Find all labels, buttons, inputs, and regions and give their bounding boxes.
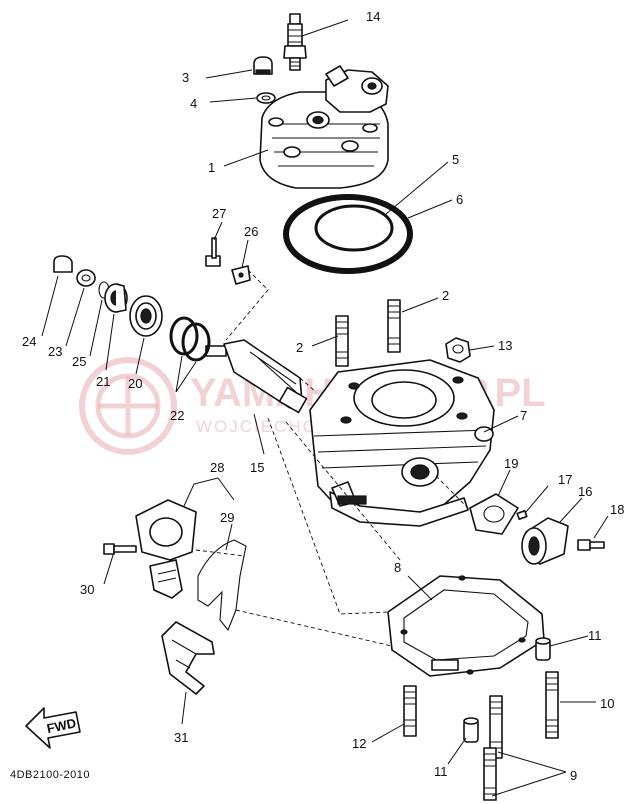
callout-28: 28 xyxy=(210,460,224,475)
part-21-bearing[interactable] xyxy=(104,283,128,313)
callout-29: 29 xyxy=(220,510,234,525)
callout-15: 15 xyxy=(250,460,264,475)
part-29-gasket[interactable] xyxy=(197,539,247,632)
callout-1: 1 xyxy=(208,160,215,175)
callout-20: 20 xyxy=(128,376,142,391)
part-26-holder[interactable] xyxy=(231,265,251,285)
part-27-bolt[interactable] xyxy=(205,237,221,267)
part-31-guide[interactable] xyxy=(161,621,215,695)
callout-10: 10 xyxy=(600,696,614,711)
callout-3: 3 xyxy=(182,70,189,85)
drawing-code: 4DB2100-2010 xyxy=(10,769,90,781)
part-17-pin[interactable] xyxy=(516,510,528,520)
fwd-label: FWD xyxy=(45,715,77,736)
callout-19: 19 xyxy=(504,456,518,471)
watermark-logo-icon xyxy=(79,357,177,455)
callout-22: 22 xyxy=(170,408,184,423)
callout-27: 27 xyxy=(212,206,226,221)
part-1-cylinder-head[interactable] xyxy=(259,65,389,189)
part-5-o-ring[interactable] xyxy=(314,204,394,252)
part-16-exhaust-cover[interactable] xyxy=(521,517,569,565)
part-15-power-valve[interactable] xyxy=(205,339,308,414)
callout-26: 26 xyxy=(244,224,258,239)
callout-21: 21 xyxy=(96,374,110,389)
part-2-stud-bolt-right[interactable] xyxy=(387,299,401,353)
part-19-gasket[interactable] xyxy=(469,493,519,535)
part-3-cap-nut[interactable] xyxy=(253,56,273,75)
assembly-lines xyxy=(195,269,471,647)
part-2-stud-bolt-left[interactable] xyxy=(335,315,349,367)
callout-30: 30 xyxy=(80,582,94,597)
callout-16: 16 xyxy=(578,484,592,499)
callout-labels: 14 3 4 1 5 6 27 26 2 2 13 24 23 25 21 20… xyxy=(22,9,624,783)
callout-9: 9 xyxy=(570,768,577,783)
callout-12: 12 xyxy=(352,736,366,751)
part-18-bolt[interactable] xyxy=(577,539,605,551)
callout-13: 13 xyxy=(498,338,512,353)
part-9-stud-upper[interactable] xyxy=(489,695,503,759)
callout-24: 24 xyxy=(22,334,36,349)
part-14-spark-plug[interactable] xyxy=(283,13,307,71)
callout-31: 31 xyxy=(174,730,188,745)
callout-17: 17 xyxy=(558,472,572,487)
part-22-o-rings[interactable] xyxy=(169,316,211,362)
part-11-dowel-upper[interactable] xyxy=(535,637,551,661)
part-20-seal[interactable] xyxy=(129,295,163,337)
callout-5: 5 xyxy=(452,152,459,167)
part-13-nut[interactable] xyxy=(445,337,471,363)
part-7-cylinder[interactable] xyxy=(309,359,495,527)
leader-lines xyxy=(41,19,609,797)
part-6-head-gasket[interactable] xyxy=(283,194,413,274)
part-12-stud[interactable] xyxy=(403,685,417,737)
callout-18: 18 xyxy=(610,502,624,517)
part-30-bolt[interactable] xyxy=(103,543,137,555)
callout-14: 14 xyxy=(366,9,380,24)
part-24-cap[interactable] xyxy=(53,255,73,273)
part-9-stud-lower[interactable] xyxy=(483,747,497,801)
part-4-washer[interactable] xyxy=(256,92,276,104)
callout-7: 7 xyxy=(520,408,527,423)
part-28-thermostat-cover[interactable] xyxy=(135,499,197,599)
part-11-dowel-lower[interactable] xyxy=(463,717,479,743)
callout-23: 23 xyxy=(48,344,62,359)
callout-11-upper: 11 xyxy=(588,628,602,643)
callout-6: 6 xyxy=(456,192,463,207)
callout-2-left: 2 xyxy=(296,340,303,355)
callout-4: 4 xyxy=(190,96,197,111)
callout-2-right: 2 xyxy=(442,288,449,303)
part-8-base-gasket[interactable] xyxy=(387,575,545,677)
part-10-stud[interactable] xyxy=(545,671,559,739)
callout-25: 25 xyxy=(72,354,86,369)
callout-8: 8 xyxy=(394,560,401,575)
callout-11-lower: 11 xyxy=(434,764,448,779)
part-23-washer[interactable] xyxy=(76,269,96,287)
fwd-arrow-icon xyxy=(25,707,81,749)
